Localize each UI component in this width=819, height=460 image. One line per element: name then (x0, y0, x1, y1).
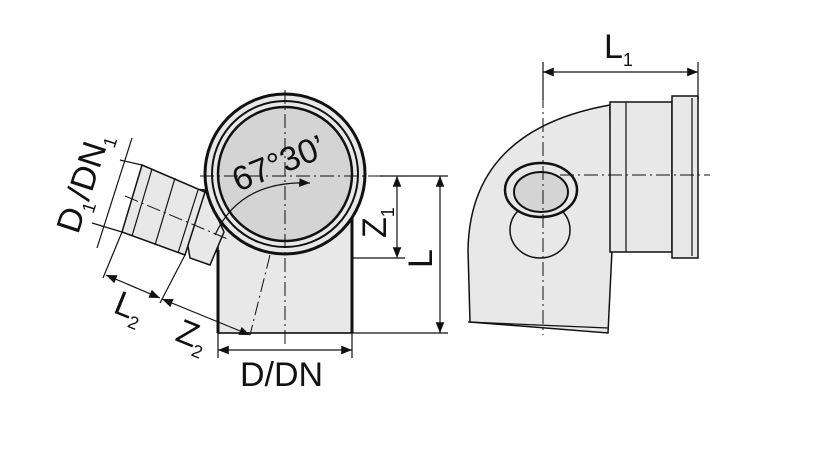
side-branch-socket (503, 161, 579, 259)
branch-z-label: Z2 (170, 312, 214, 362)
elbow-socket (609, 101, 673, 253)
z1-label: Z1 (356, 207, 398, 238)
branch-diameter-label: D1/DN1 (49, 128, 121, 239)
branch-diameter-dimension (96, 137, 133, 249)
length-label: L (402, 249, 440, 268)
branch-z-dimension (161, 298, 251, 336)
l1-label: L1 (604, 28, 633, 70)
front-view: 67°30’ D/DN Z1 L D1/DN1 L2 Z2 (49, 90, 448, 394)
side-view: L1 (467, 28, 710, 335)
branch-socket (121, 163, 225, 266)
main-diameter-label: D/DN (240, 356, 323, 394)
branch-length-dimension (105, 274, 161, 299)
